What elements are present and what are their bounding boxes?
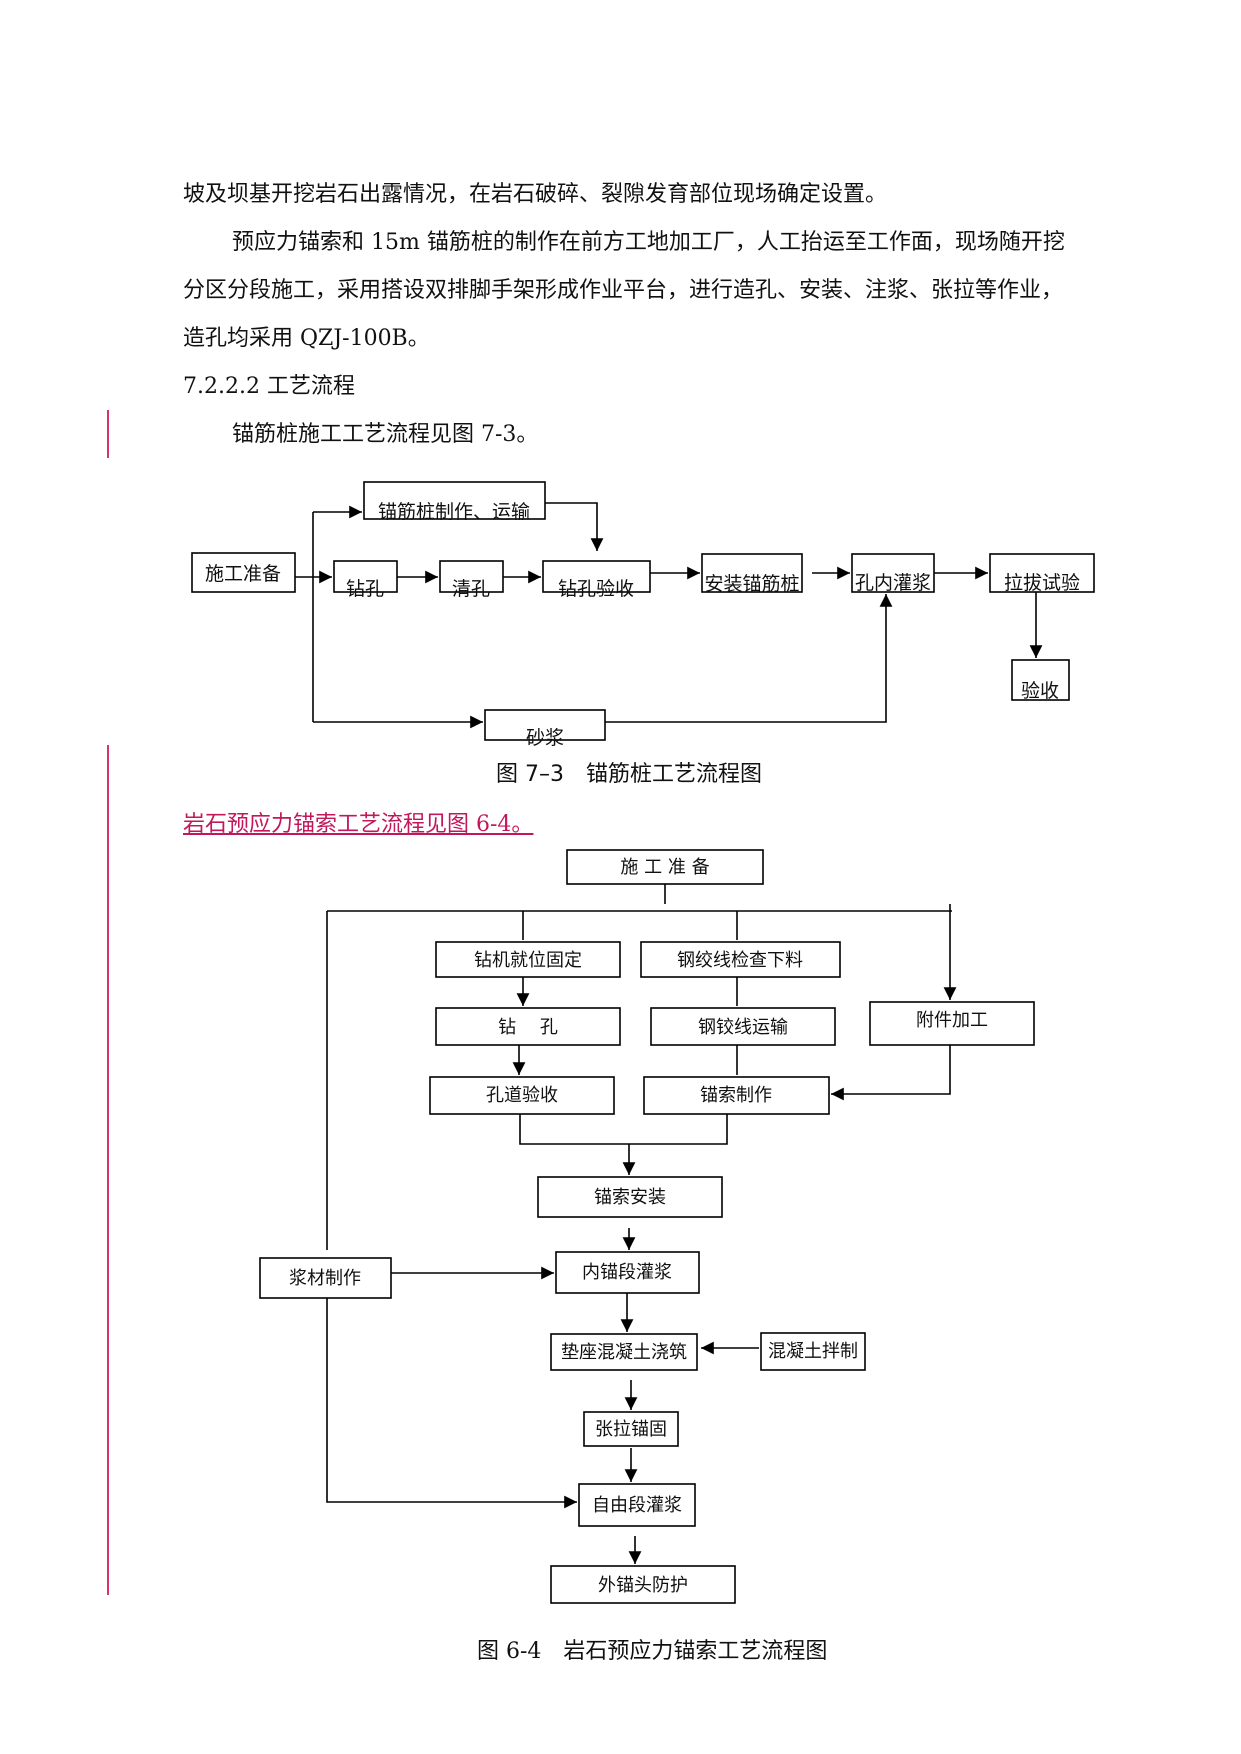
box-accept [1011,659,1070,701]
section-heading: 7.2.2.2 工艺流程 [183,374,355,399]
box-pad-pour [550,1333,698,1371]
label-prep2: 施 工 准 备 [620,857,709,878]
box-make [363,481,546,520]
label-mortar: 砂浆 [526,727,564,749]
figure-6-4-link[interactable]: 岩石预应力锚索工艺流程见图 6-4。 [183,812,534,837]
paragraph-line-2: 预应力锚索和 15m 锚筋桩的制作在前方工地加工厂，人工抬运至工作面，现场随开挖 [232,230,1065,255]
box-rig [435,941,621,978]
label-hole-accept: 孔道验收 [486,1085,558,1106]
label-concrete-mix: 混凝土拌制 [768,1341,858,1362]
box-pull [989,553,1095,593]
box-tension [583,1411,679,1447]
box-strand-check [640,941,841,978]
box-fittings [869,1001,1035,1046]
box-free-grout [578,1483,696,1527]
paragraph-line-1: 坡及坝基开挖岩石出露情况，在岩石破碎、裂隙发育部位现场确定设置。 [183,182,888,207]
paragraph-line-4: 造孔均采用 QZJ-100B。 [183,326,430,351]
label-protect: 外锚头防护 [598,1575,688,1596]
label-clean: 清孔 [452,578,490,600]
box-cable-install [537,1176,723,1218]
label-drill: 钻孔 [346,578,384,600]
label-drill2: 钻 孔 [498,1017,558,1038]
box-strand-transport [650,1007,836,1046]
box-install [701,553,803,593]
box-slurry [259,1257,392,1299]
figure-caption-6-4: 图 6-4 岩石预应力锚索工艺流程图 [477,1639,828,1664]
label-free-grout: 自由段灌浆 [592,1495,682,1516]
label-install: 安装锚筋桩 [704,573,799,595]
box-mortar [484,709,606,741]
label-inner-grout: 内锚段灌浆 [582,1262,672,1283]
label-grout: 孔内灌浆 [855,572,931,594]
figure-caption-7-3: 图 7–3 锚筋桩工艺流程图 [496,762,762,787]
label-slurry: 浆材制作 [289,1268,361,1289]
box-hole-accept [429,1076,615,1115]
label-strand-transport: 钢铰线运输 [698,1017,788,1038]
label-pad-pour: 垫座混凝土浇筑 [561,1342,687,1363]
label-cable-install: 锚索安装 [594,1187,666,1208]
box-cable-make [643,1076,830,1115]
box-protect [550,1565,736,1604]
revision-bar-top [107,410,109,458]
label-prep: 施工准备 [205,563,281,585]
anchor-pile-flowchart: 施工准备 锚筋桩制作、运输 钻孔 清孔 钻孔验收 安装锚筋桩 孔内灌浆 拉拔试验… [191,481,1095,749]
box-prep [191,552,296,593]
label-inspect: 钻孔验收 [558,578,634,600]
label-accept: 验收 [1021,680,1059,702]
paragraph-line-3: 分区分段施工，采用搭设双排脚手架形成作业平台，进行造孔、安装、注浆、张拉等作业， [183,278,1064,303]
label-cable-make: 锚索制作 [700,1085,772,1106]
label-rig: 钻机就位固定 [474,950,582,971]
paragraph-line-5: 锚筋桩施工工艺流程见图 7-3。 [232,422,539,447]
box-drill2 [435,1007,621,1046]
label-strand-check: 钢绞线检查下料 [677,950,803,971]
label-fittings: 附件加工 [916,1010,988,1031]
label-make: 锚筋桩制作、运输 [378,501,530,523]
label-pull: 拉拔试验 [1004,572,1080,594]
label-tension: 张拉锚固 [595,1419,667,1440]
revision-bar-bottom [107,745,109,1595]
box-inspect [542,560,651,593]
box-concrete-mix [760,1332,866,1371]
